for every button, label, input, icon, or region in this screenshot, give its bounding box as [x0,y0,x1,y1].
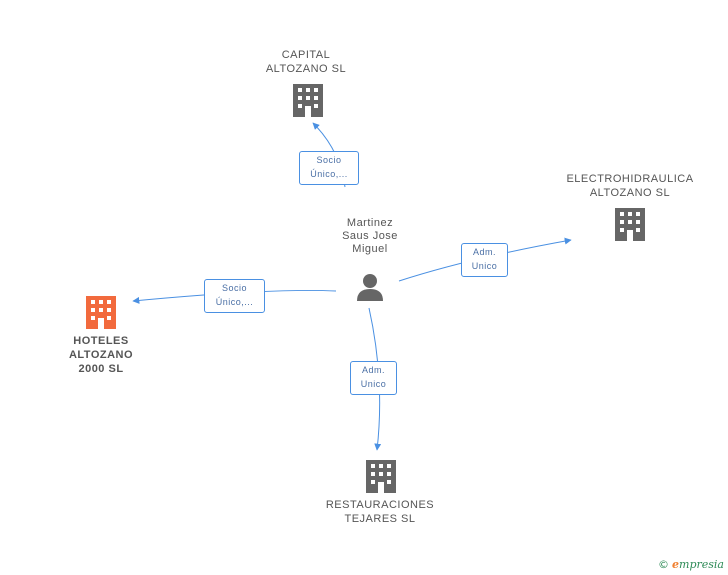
person-icon [357,274,383,301]
copyright-icon: © [658,558,670,571]
brand-footer[interactable]: ©empresia [658,558,724,571]
node-hoteles-altozano-2000[interactable]: HOTELES ALTOZANO 2000 SL [50,334,152,376]
edge-label-socio-capital[interactable]: Socio Único,... [299,151,359,185]
edge-label-line: Socio [221,283,247,293]
edge-label-line: Único,... [215,297,254,307]
edge-label-line: Adm. [472,247,496,257]
edge-label-adm-restauraciones[interactable]: Adm. Unico [350,361,397,395]
node-electrohidraulica-altozano[interactable]: ELECTROHIDRAULICA ALTOZANO SL [560,172,700,200]
edge-label-line: Unico [360,379,387,389]
node-label-line: HOTELES [73,335,129,347]
edge-label-adm-electro[interactable]: Adm. Unico [461,243,508,277]
edge-label-line: Unico [471,261,498,271]
brand-initial: e [672,558,680,571]
node-label-line: CAPITAL [281,49,331,61]
edge-label-socio-hoteles[interactable]: Socio Único,... [204,279,265,313]
node-label-line: RESTAURACIONES [325,499,435,511]
node-restauraciones-tejares[interactable]: RESTAURACIONES TEJARES SL [316,498,444,526]
edge-label-line: Único,... [310,169,348,179]
node-label-line: Miguel [352,243,388,255]
focus-building-icon [86,296,116,329]
node-capital-altozano[interactable]: CAPITAL ALTOZANO SL [248,48,364,76]
node-label-line: ELECTROHIDRAULICA [566,173,694,185]
node-label-line: 2000 SL [78,363,124,375]
node-label-line: Martinez [346,217,394,229]
building-icon [366,460,396,493]
node-person-martinez[interactable]: Martinez Saus Jose Miguel [322,217,418,256]
building-icon [293,84,323,117]
node-label-line: TEJARES SL [344,513,416,525]
node-label-line: ALTOZANO SL [265,63,347,75]
edge-label-line: Socio [316,155,342,165]
building-icon [615,208,645,241]
edge-label-line: Adm. [361,365,385,375]
node-label-line: Saus Jose [342,230,398,242]
brand-name: mpresia [679,558,724,571]
node-label-line: ALTOZANO SL [589,187,671,199]
node-label-line: ALTOZANO [68,349,134,361]
